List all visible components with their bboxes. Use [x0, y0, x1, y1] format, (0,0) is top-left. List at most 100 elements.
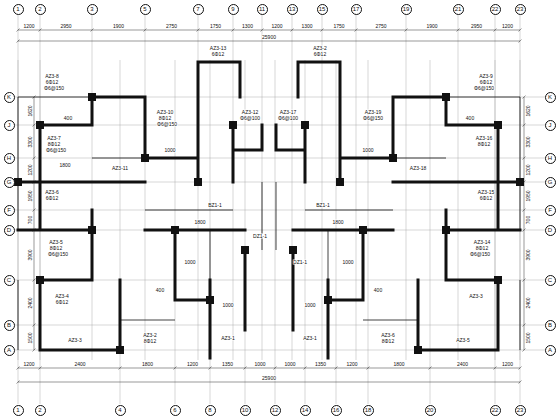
axis-number: 13 [289, 6, 296, 12]
grid-line [40, 60, 41, 404]
axis-number: 16 [333, 407, 340, 413]
dimension-tick [33, 279, 36, 282]
dimension-tick [405, 29, 408, 32]
dimension-text: 700 [526, 216, 531, 225]
axis-number: 23 [517, 6, 524, 12]
axis-bubble: 1 [13, 405, 24, 416]
dimension-tick [523, 209, 526, 212]
wall-label: 400 [374, 288, 383, 293]
axis-number: 12 [272, 407, 279, 413]
wall-label: Φ6@100 [278, 116, 299, 121]
wall-label: 8Φ12 [476, 246, 489, 251]
axis-bubble: 23 [515, 4, 526, 15]
axis-bubble: K [4, 92, 15, 103]
wall-label: Φ6@150 [46, 148, 67, 153]
axis-bubble: J [4, 120, 15, 131]
dimension-text: 1950 [28, 190, 33, 202]
axis-bubble: H [4, 153, 15, 164]
axis-bubble: G [545, 177, 556, 188]
dimension-tick [119, 367, 122, 370]
wall-label: 8Φ12 [48, 142, 61, 147]
axis-bubble: 5 [140, 4, 151, 15]
axis-bubble: C [4, 275, 15, 286]
dimension-text: 2400 [74, 362, 86, 367]
axis-bubble: A [4, 345, 15, 356]
axis-bubble: 19 [401, 4, 412, 15]
dimension-tick [519, 40, 522, 43]
axis-bubble: D [4, 225, 15, 236]
dimension-tick [523, 96, 526, 99]
dimension-text: 2400 [526, 297, 531, 309]
axis-bubble: D [545, 225, 556, 236]
dimension-tick [523, 229, 526, 232]
axis-number: 20 [427, 407, 434, 413]
dimension-tick [244, 367, 247, 370]
wall-label: AZ3-6 [381, 333, 395, 338]
dimension-tick [17, 367, 20, 370]
axis-bubble: 8 [205, 405, 216, 416]
dimension-line [524, 97, 525, 350]
axis-bubble: 18 [363, 405, 374, 416]
wall-label: Φ6@150 [474, 86, 495, 91]
axis-bubble: 13 [287, 4, 298, 15]
dimension-tick [33, 157, 36, 160]
wall-label: 1800 [194, 220, 206, 225]
wall-label: DZ1-1 [293, 260, 308, 265]
dimension-text: 3900 [28, 249, 33, 261]
axis-number: 11 [259, 6, 265, 12]
axis-number: 2 [38, 407, 41, 413]
grid-line [495, 60, 496, 404]
axis-bubble: B [4, 320, 15, 331]
wall-label: AZ3-5 [49, 240, 63, 245]
axis-bubble: 14 [300, 405, 311, 416]
axis-bubble: H [545, 153, 556, 164]
wall-label: DZ1-1 [253, 234, 268, 239]
axis-bubble: G [4, 177, 15, 188]
axis-bubble: J [545, 120, 556, 131]
wall-label: AZ3-17 [280, 110, 297, 115]
wall-label: 8Φ12 [144, 339, 157, 344]
axis-bubble: 20 [425, 405, 436, 416]
dimension-line [34, 97, 35, 350]
wall-label: AZ3-2 [313, 46, 327, 51]
wall-label: 400 [156, 288, 165, 293]
axis-bubble: 1 [13, 4, 24, 15]
dimension-text: 1800 [142, 362, 154, 367]
axis-number: J [549, 122, 552, 128]
dimension-tick [519, 29, 522, 32]
dimension-text: 1900 [426, 24, 438, 29]
axis-number: 3 [90, 6, 93, 12]
wall-label: AZ3-1 [303, 336, 317, 341]
dimension-text: 1300 [301, 24, 313, 29]
wall-label: Φ6@150 [363, 116, 384, 121]
axis-bubble: F [545, 205, 556, 216]
wall-label: 400 [466, 116, 475, 121]
dimension-tick [355, 29, 358, 32]
dimension-tick [39, 367, 42, 370]
dimension-line [18, 30, 520, 31]
wall-label: 1000 [164, 148, 176, 153]
axis-number: 14 [302, 407, 309, 413]
axis-bubble: C [545, 275, 556, 286]
dimension-text: 1200 [271, 24, 283, 29]
dimension-tick [429, 367, 432, 370]
dimension-text: 1750 [210, 24, 222, 29]
axis-bubble: 22 [490, 405, 501, 416]
shear-walls [14, 62, 262, 358]
dimension-tick [367, 367, 370, 370]
wall-label: 1000 [342, 260, 354, 265]
axis-number: 4 [118, 407, 121, 413]
axis-number: 9 [231, 6, 234, 12]
axis-bubble: 3 [87, 4, 98, 15]
dimension-tick [304, 367, 307, 370]
dimension-text: 1500 [28, 332, 33, 344]
axis-bubble: 22 [490, 4, 501, 15]
wall-label: AZ3-5 [456, 338, 470, 343]
wall-label: AZ3-12 [242, 110, 259, 115]
wall-label: BZ1-1 [208, 203, 222, 208]
grid-line [305, 60, 306, 404]
axis-number: G [7, 179, 12, 185]
wall-label: AZ3-3 [469, 294, 483, 299]
